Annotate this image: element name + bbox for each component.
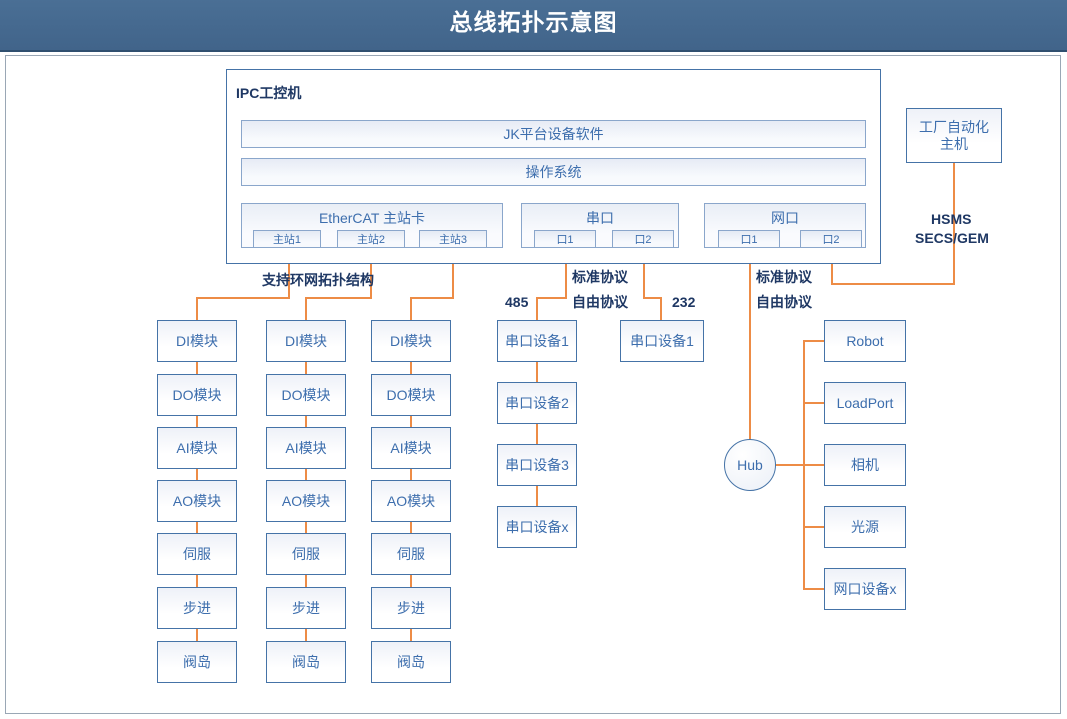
node-col3-do[interactable]: DO模块 bbox=[371, 374, 451, 416]
node-serial-device-1[interactable]: 串口设备1 bbox=[497, 320, 577, 362]
node-loadport[interactable]: LoadPort bbox=[824, 382, 906, 424]
node-light-source[interactable]: 光源 bbox=[824, 506, 906, 548]
connector-host-down bbox=[953, 163, 955, 284]
ethercat-master-card-title: EtherCAT 主站卡 bbox=[318, 210, 426, 226]
node-col3-di[interactable]: DI模块 bbox=[371, 320, 451, 362]
node-col2-servo[interactable]: 伺服 bbox=[266, 533, 346, 575]
jk-platform-software-bar: JK平台设备软件 bbox=[241, 120, 866, 148]
connector-serial1-across bbox=[537, 297, 567, 299]
node-serial-device-2[interactable]: 串口设备2 bbox=[497, 382, 577, 424]
node-col3-servo[interactable]: 伺服 bbox=[371, 533, 451, 575]
connector-net1-to-hub bbox=[749, 248, 751, 441]
node-col3-ai[interactable]: AI模块 bbox=[371, 427, 451, 469]
connector-col1-drop bbox=[196, 297, 198, 320]
serial-card-title: 串口 bbox=[586, 210, 614, 226]
connector-dev-robot bbox=[803, 340, 825, 342]
connector-serial2-across bbox=[643, 297, 662, 299]
factory-automation-host[interactable]: 工厂自动化 主机 bbox=[906, 108, 1002, 163]
network-port-1[interactable]: 口1 bbox=[718, 230, 780, 248]
connector-hub-out bbox=[775, 464, 805, 466]
annotation-rs485: 485 bbox=[505, 294, 529, 310]
connector-m2-down bbox=[370, 248, 372, 298]
connector-serial1-drop bbox=[536, 297, 538, 320]
ethercat-port-2[interactable]: 主站2 bbox=[337, 230, 405, 248]
annotation-serial-protocol-standard: 标准协议 bbox=[572, 269, 628, 285]
connector-serial2-drop bbox=[660, 297, 662, 320]
node-robot[interactable]: Robot bbox=[824, 320, 906, 362]
connector-c2-6 bbox=[305, 629, 307, 651]
node-col1-ai[interactable]: AI模块 bbox=[157, 427, 237, 469]
connector-serial2-down bbox=[643, 248, 645, 298]
node-col3-valve[interactable]: 阀岛 bbox=[371, 641, 451, 683]
connector-s1-2 bbox=[536, 424, 538, 446]
network-hub[interactable]: Hub bbox=[724, 439, 776, 491]
connector-c3-6 bbox=[410, 629, 412, 651]
node-col1-valve[interactable]: 阀岛 bbox=[157, 641, 237, 683]
node-col2-ai[interactable]: AI模块 bbox=[266, 427, 346, 469]
connector-m2-across bbox=[306, 297, 372, 299]
connector-dev-netx bbox=[803, 588, 825, 590]
connector-c1-1 bbox=[196, 362, 198, 384]
factory-host-line2: 主机 bbox=[940, 135, 968, 152]
operating-system-bar: 操作系统 bbox=[241, 158, 866, 186]
connector-dev-camera bbox=[803, 464, 825, 466]
node-col1-do[interactable]: DO模块 bbox=[157, 374, 237, 416]
connector-net2-down bbox=[831, 248, 833, 284]
node-col2-stepper[interactable]: 步进 bbox=[266, 587, 346, 629]
connector-m3-down bbox=[452, 248, 454, 298]
node-col1-di[interactable]: DI模块 bbox=[157, 320, 237, 362]
connector-c3-5 bbox=[410, 575, 412, 597]
node-serial-232-device-1[interactable]: 串口设备1 bbox=[620, 320, 704, 362]
serial-port-1[interactable]: 口1 bbox=[534, 230, 596, 248]
connector-m1-across bbox=[197, 297, 290, 299]
network-card-title: 网口 bbox=[771, 210, 799, 226]
node-serial-device-x[interactable]: 串口设备x bbox=[497, 506, 577, 548]
connector-m1-down bbox=[288, 248, 290, 298]
annotation-hsms: HSMS bbox=[931, 211, 972, 227]
node-serial-device-3[interactable]: 串口设备3 bbox=[497, 444, 577, 486]
connector-dev-light bbox=[803, 526, 825, 528]
node-col3-ao[interactable]: AO模块 bbox=[371, 480, 451, 522]
node-camera[interactable]: 相机 bbox=[824, 444, 906, 486]
connector-c1-6 bbox=[196, 629, 198, 651]
ethercat-port-1[interactable]: 主站1 bbox=[253, 230, 321, 248]
connector-dev-loadport bbox=[803, 402, 825, 404]
node-col2-di[interactable]: DI模块 bbox=[266, 320, 346, 362]
connector-c3-1 bbox=[410, 362, 412, 384]
node-col2-valve[interactable]: 阀岛 bbox=[266, 641, 346, 683]
connector-c2-5 bbox=[305, 575, 307, 597]
connector-m3-across bbox=[411, 297, 454, 299]
connector-col3-drop bbox=[410, 297, 412, 320]
annotation-serial-protocol-free: 自由协议 bbox=[572, 294, 628, 310]
annotation-ring-topology: 支持环网拓扑结构 bbox=[262, 272, 374, 288]
page-header: 总线拓扑示意图 bbox=[0, 0, 1067, 52]
connector-s1-3 bbox=[536, 486, 538, 508]
serial-port-2[interactable]: 口2 bbox=[612, 230, 674, 248]
factory-host-line1: 工厂自动化 bbox=[919, 119, 989, 136]
connector-serial1-down bbox=[565, 248, 567, 298]
annotation-net-protocol-free: 自由协议 bbox=[756, 294, 812, 310]
connector-c2-1 bbox=[305, 362, 307, 384]
node-col1-stepper[interactable]: 步进 bbox=[157, 587, 237, 629]
annotation-rs232: 232 bbox=[672, 294, 696, 310]
network-port-2[interactable]: 口2 bbox=[800, 230, 862, 248]
ethercat-port-3[interactable]: 主站3 bbox=[419, 230, 487, 248]
node-col3-stepper[interactable]: 步进 bbox=[371, 587, 451, 629]
node-col1-servo[interactable]: 伺服 bbox=[157, 533, 237, 575]
connector-col2-drop bbox=[305, 297, 307, 320]
node-network-device-x[interactable]: 网口设备x bbox=[824, 568, 906, 610]
page-title: 总线拓扑示意图 bbox=[449, 9, 618, 35]
connector-net2-across bbox=[831, 283, 955, 285]
annotation-secs-gem: SECS/GEM bbox=[915, 230, 989, 246]
connector-c1-5 bbox=[196, 575, 198, 597]
node-col1-ao[interactable]: AO模块 bbox=[157, 480, 237, 522]
node-col2-do[interactable]: DO模块 bbox=[266, 374, 346, 416]
annotation-net-protocol-standard: 标准协议 bbox=[756, 269, 812, 285]
ipc-title: IPC工控机 bbox=[236, 85, 302, 101]
connector-s1-1 bbox=[536, 362, 538, 384]
node-col2-ao[interactable]: AO模块 bbox=[266, 480, 346, 522]
